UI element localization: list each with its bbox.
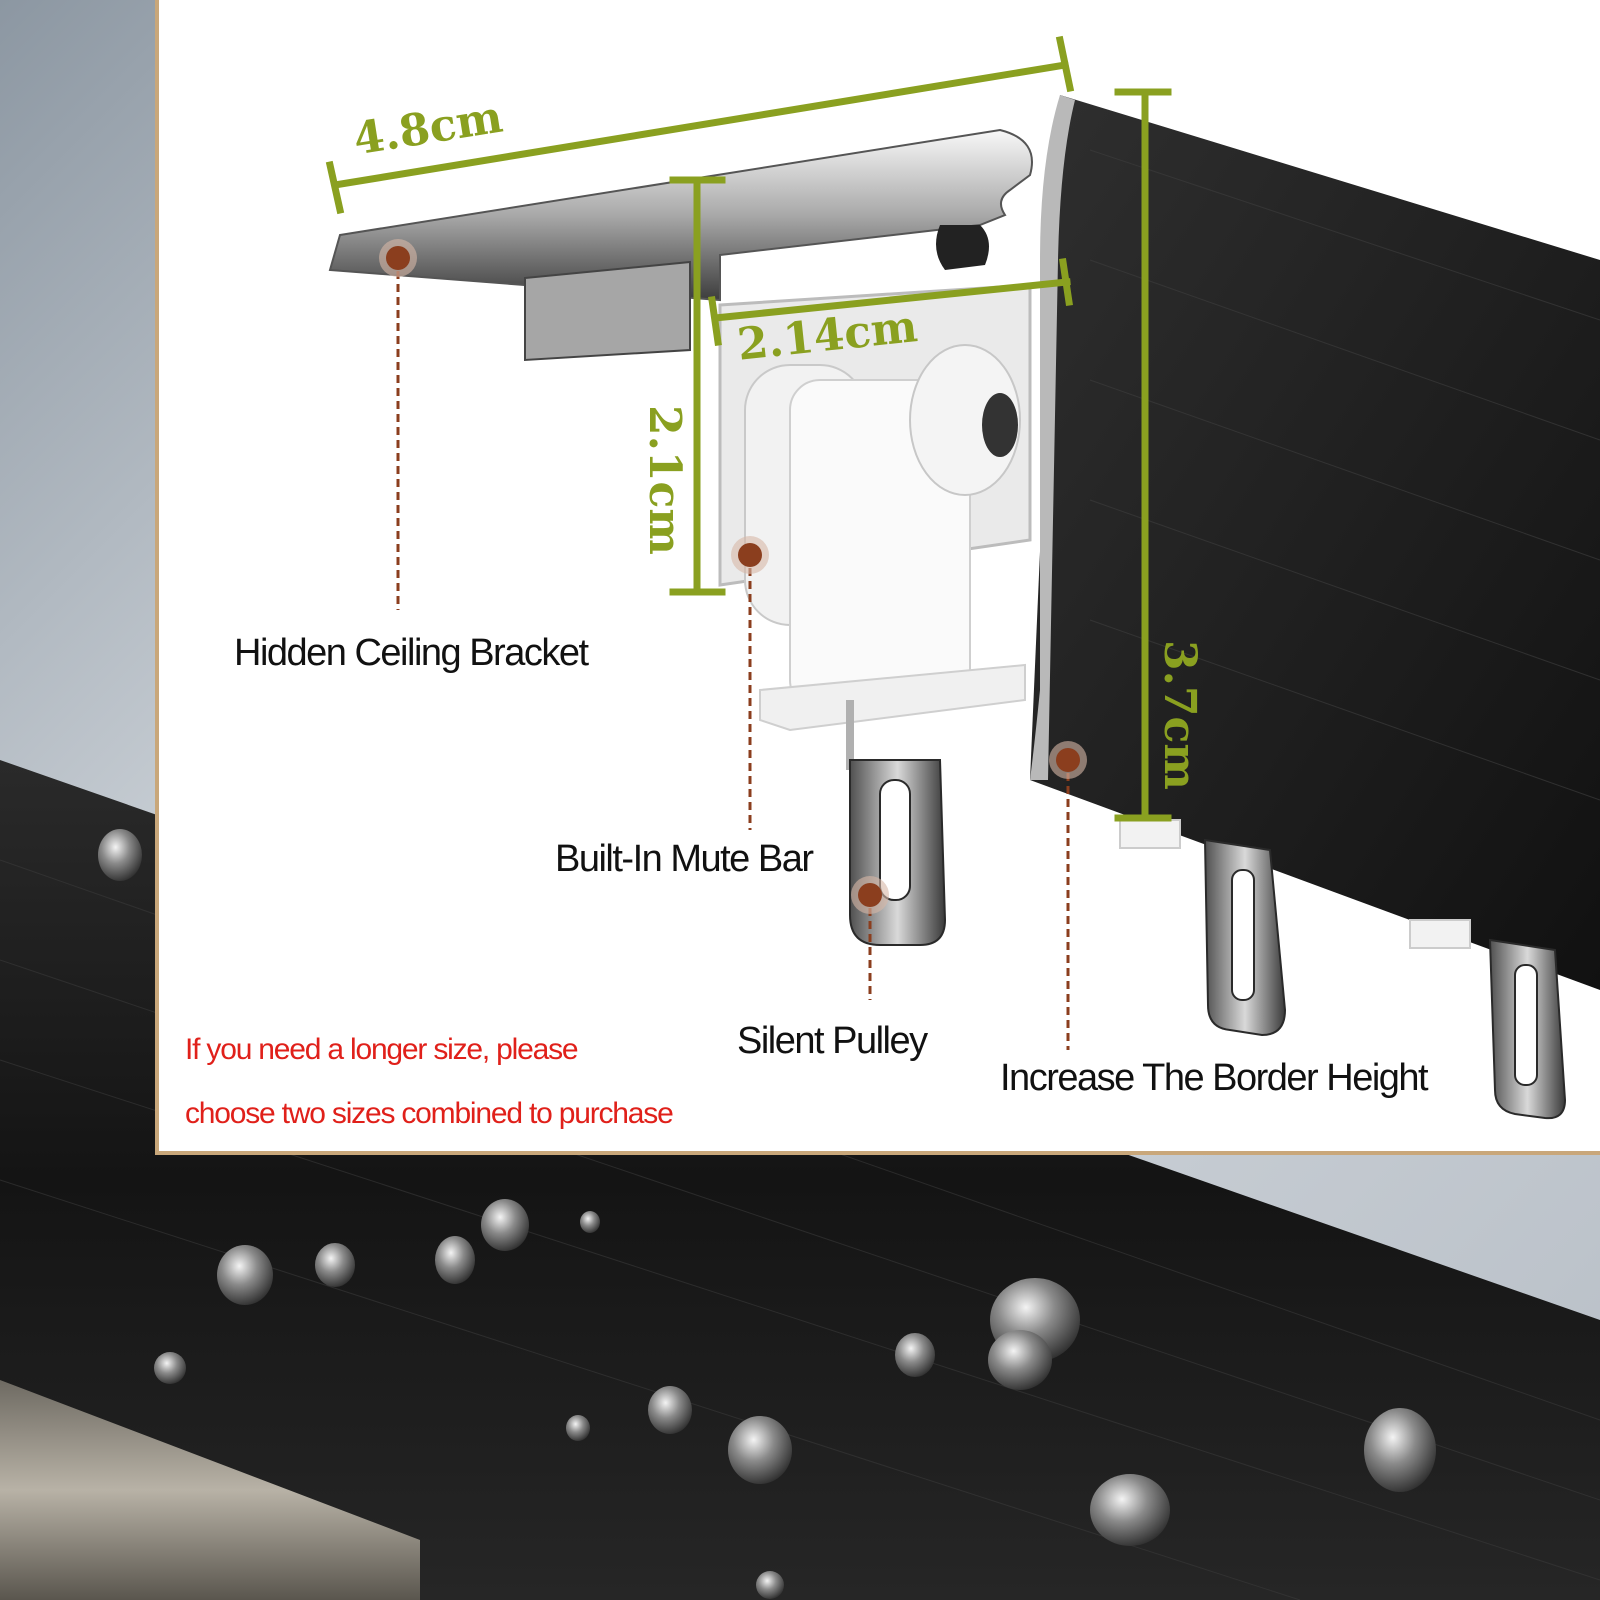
ceiling-bracket-shape <box>328 128 1033 362</box>
label-increase-border-height: Increase The Border Height <box>1000 1057 1429 1099</box>
label-hidden-ceiling-bracket: Hidden Ceiling Bracket <box>234 632 589 674</box>
dim-line-width <box>330 60 1070 190</box>
black-track-body <box>1030 95 1600 990</box>
dim-label-height: 3.7cm <box>1154 640 1205 790</box>
purchase-note-line-2: choose two sizes combined to purchase <box>185 1097 674 1130</box>
callout-dots <box>379 239 1087 914</box>
label-built-in-mute-bar: Built-In Mute Bar <box>555 838 814 880</box>
silent-pulley-shape <box>718 283 1032 770</box>
label-silent-pulley: Silent Pulley <box>737 1020 928 1062</box>
purchase-note-line-1: If you need a longer size, please <box>185 1033 579 1066</box>
dimension-lines <box>325 35 1172 822</box>
water-droplets <box>98 829 1436 1599</box>
dim-label-inner-height: 2.1cm <box>639 405 690 555</box>
dim-line-inner-width <box>711 278 1071 322</box>
